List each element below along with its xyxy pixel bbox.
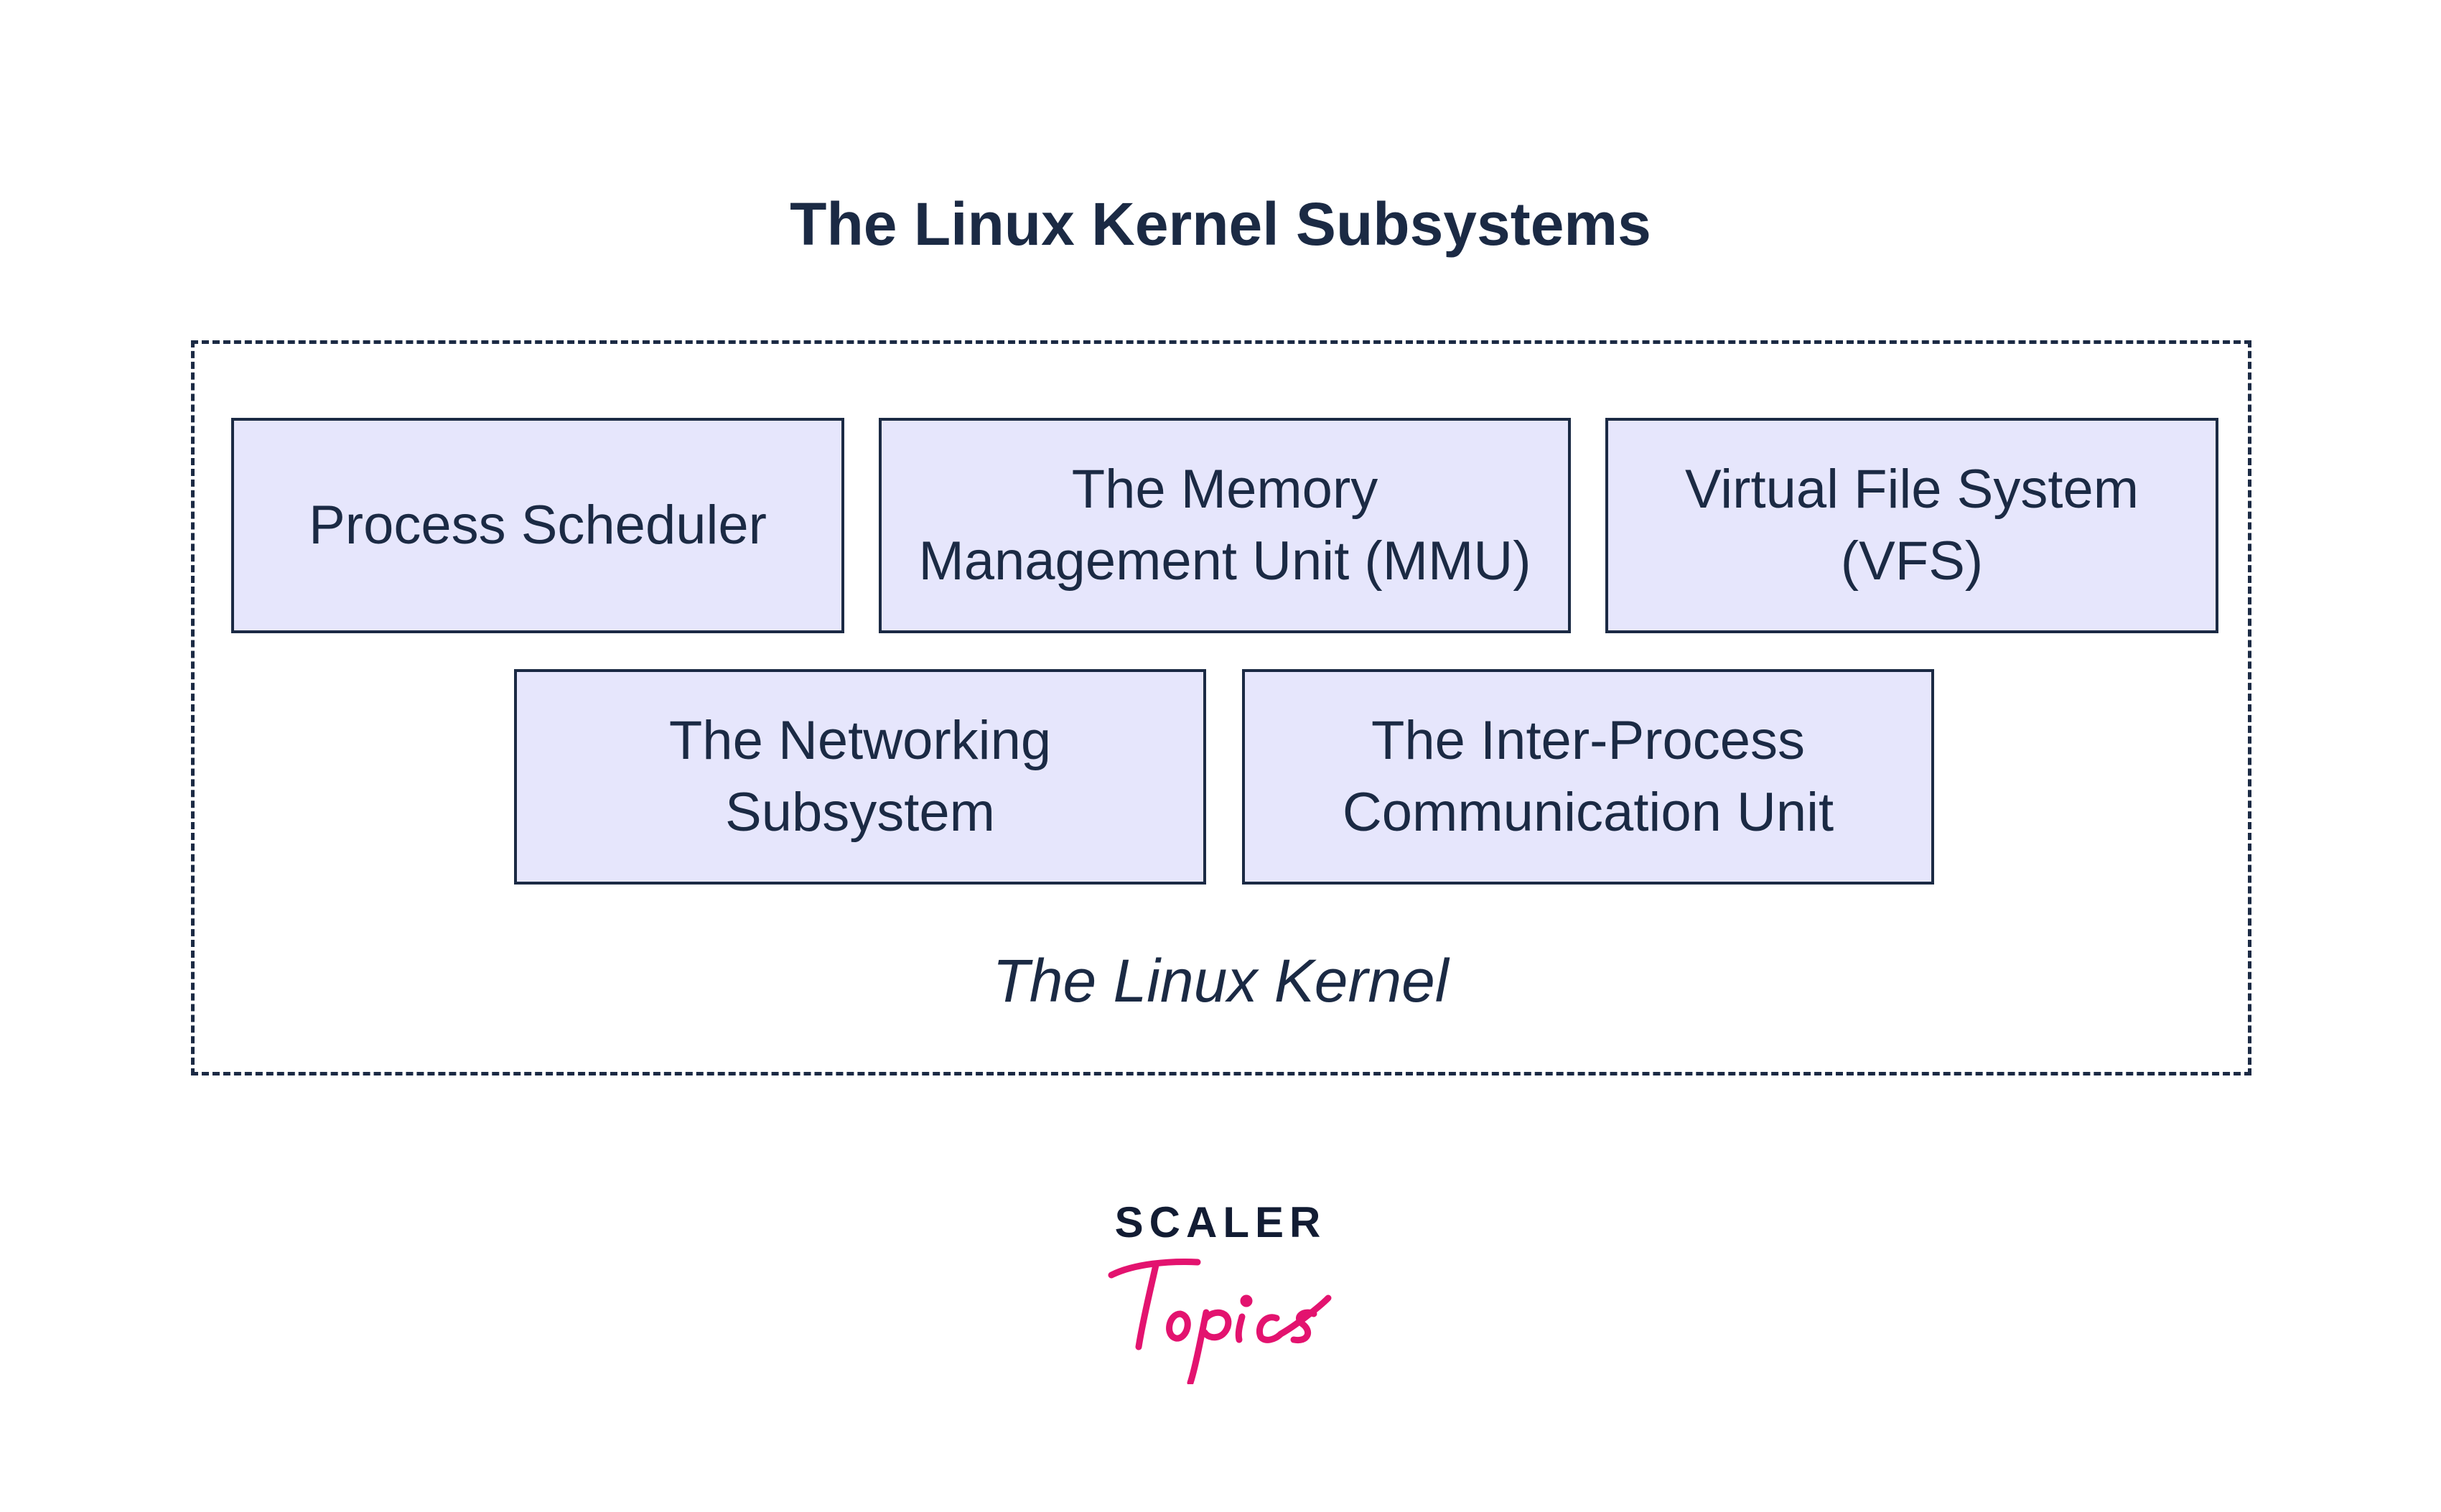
scaler-topics-logo: SCALER [1106,1198,1335,1384]
subsystem-label: The Inter-Process Communication Unit [1342,710,1834,843]
subsystem-label: The Memory Management Unit (MMU) [918,459,1531,592]
diagram-title: The Linux Kernel Subsystems [790,190,1651,258]
subsystem-label: Virtual File System (VFS) [1684,459,2139,592]
subsystem-label: Process Scheduler [309,495,767,556]
subsystem-memory-management-unit: The Memory Management Unit (MMU) [879,418,1571,633]
subsystem-label: The Networking Subsystem [668,710,1052,843]
subsystem-process-scheduler: Process Scheduler [231,418,844,633]
logo-wordmark: SCALER [1114,1198,1327,1246]
linux-kernel-container [191,340,2251,1075]
subsystem-virtual-file-system: Virtual File System (VFS) [1605,418,2218,633]
subsystem-inter-process-communication: The Inter-Process Communication Unit [1242,669,1934,885]
logo-script-topics [1108,1259,1332,1384]
container-label: The Linux Kernel [992,947,1449,1014]
subsystem-networking: The Networking Subsystem [514,669,1206,885]
